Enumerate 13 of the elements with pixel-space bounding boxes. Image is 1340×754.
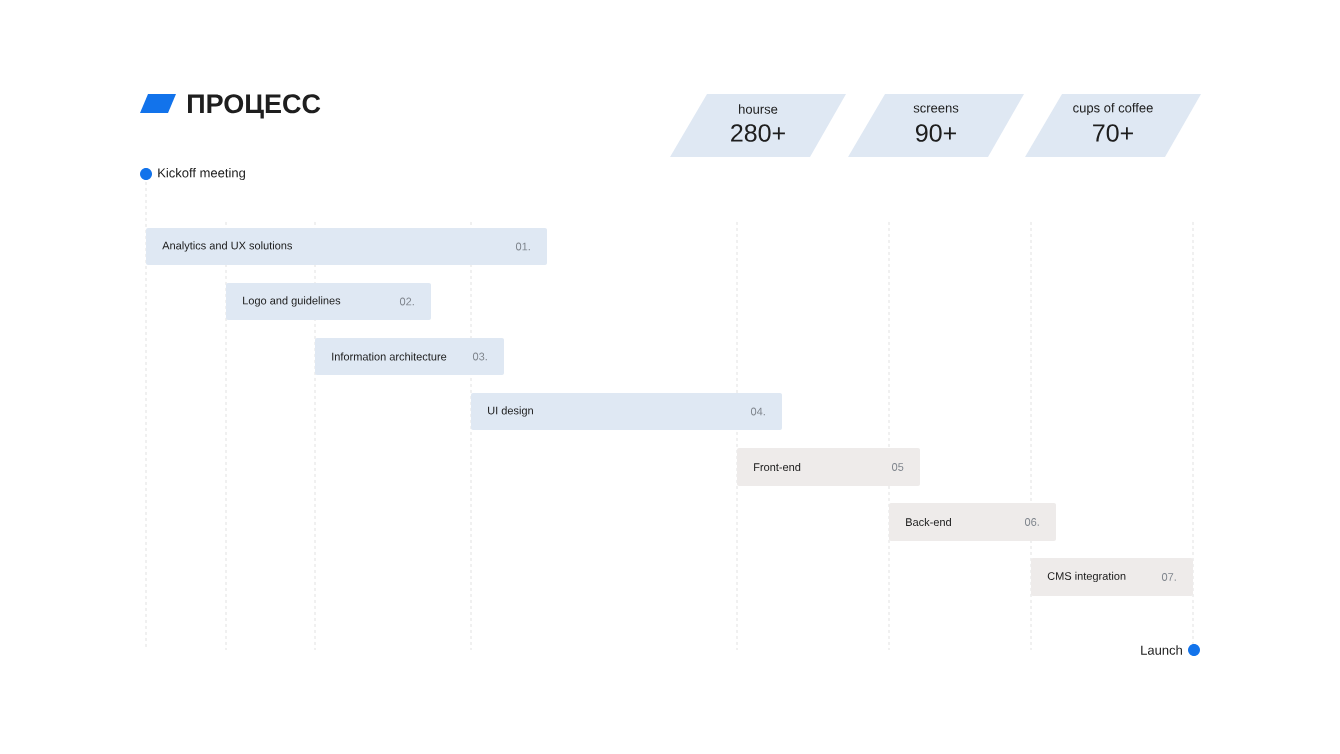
task-bar: Front-end 05: [737, 448, 920, 486]
task-bar: UI design 04.: [471, 393, 782, 430]
stat-card: hourse 280+: [670, 94, 846, 157]
task-bar: Analytics and UX solutions 01.: [146, 228, 547, 265]
stat-card: screens 90+: [848, 94, 1024, 157]
title: ПРОЦЕСС: [188, 94, 321, 119]
task-bar: Back-end 06.: [889, 503, 1056, 541]
task-bar: CMS integration 07.: [1031, 558, 1193, 596]
milestone-label: Kickoff meeting: [158, 167, 245, 181]
stat-card: cups of coffee 70+: [1025, 94, 1201, 157]
task-bar: Information architecture 03.: [315, 338, 504, 375]
task-bar: Logo and guidelines 02.: [226, 283, 431, 320]
milestone-label: Launch: [1141, 645, 1182, 655]
